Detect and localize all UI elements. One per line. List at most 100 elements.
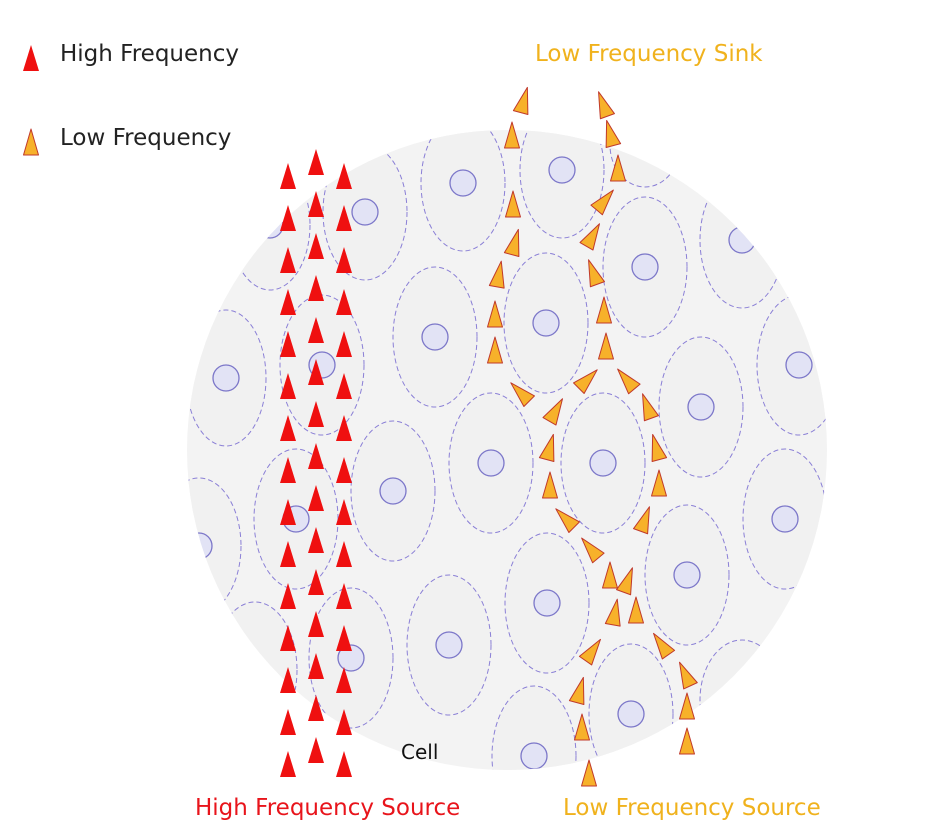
low-frequency-arrow	[503, 228, 520, 257]
high-frequency-arrow	[280, 751, 296, 777]
cell	[420, 130, 506, 252]
cell-nucleus	[256, 211, 284, 239]
high-frequency-arrow	[336, 331, 352, 357]
cell	[279, 294, 365, 436]
low-frequency-arrow	[602, 561, 618, 589]
low-frequency-arrow	[610, 154, 626, 182]
low-frequency-arrow	[604, 598, 621, 627]
low-frequency-arrow	[679, 692, 695, 720]
cell	[229, 159, 311, 291]
high-frequency-arrow	[280, 373, 296, 399]
cell	[406, 574, 492, 716]
legend-label-high-frequency: High Frequency	[60, 41, 239, 67]
high-frequency-arrow	[336, 205, 352, 231]
cell-nucleus	[533, 589, 561, 617]
high-frequency-arrow	[280, 163, 296, 189]
low-frequency-arrow	[538, 433, 555, 462]
high-frequency-arrow	[336, 289, 352, 315]
high-frequency-arrow	[336, 457, 352, 483]
low-frequency-arrow	[579, 223, 600, 251]
high-frequency-arrow	[308, 569, 324, 595]
cell	[253, 448, 339, 590]
low-frequency-arrow	[510, 382, 535, 407]
high-frequency-arrow	[280, 415, 296, 441]
high-frequency-arrow	[280, 331, 296, 357]
low-frequency-arrow	[617, 368, 641, 395]
cell-nucleus	[548, 156, 576, 184]
high-frequency-arrow	[308, 485, 324, 511]
cell-nucleus	[449, 169, 477, 197]
high-frequency-arrow	[308, 611, 324, 637]
low-frequency-arrow	[653, 632, 676, 660]
high-frequency-arrow	[280, 205, 296, 231]
high-frequency-arrow	[280, 499, 296, 525]
cell	[588, 643, 674, 770]
high-frequency-arrow	[308, 527, 324, 553]
low-frequency-arrow	[487, 336, 503, 364]
low-frequency-arrow	[642, 393, 659, 422]
low-frequency-arrow	[651, 469, 667, 497]
high-frequency-source-label: High Frequency Source	[195, 795, 461, 821]
cell	[350, 420, 436, 562]
low-frequency-arrow	[590, 189, 614, 216]
high-frequency-arrow	[336, 163, 352, 189]
cell	[756, 294, 827, 436]
high-frequency-arrow	[308, 359, 324, 385]
low-frequency-arrow	[581, 537, 605, 564]
high-frequency-arrow	[308, 737, 324, 763]
high-frequency-arrow	[280, 457, 296, 483]
high-frequency-arrow	[336, 709, 352, 735]
cell-nucleus	[728, 686, 756, 714]
cell-nucleus	[241, 656, 269, 684]
cell	[504, 532, 590, 674]
cell	[187, 309, 267, 447]
cell-nucleus	[421, 323, 449, 351]
high-frequency-arrow	[280, 247, 296, 273]
low-frequency-arrow	[679, 727, 695, 755]
cell-nucleus	[351, 198, 379, 226]
low-frequency-arrow	[628, 596, 644, 624]
cell	[644, 504, 730, 646]
legend-marker-high-frequency	[23, 45, 39, 71]
high-frequency-arrow	[336, 583, 352, 609]
low-frequency-arrow	[679, 661, 698, 690]
cell-nucleus	[477, 449, 505, 477]
low-frequency-arrow	[633, 506, 650, 535]
high-frequency-arrow	[308, 401, 324, 427]
cell-nucleus	[631, 253, 659, 281]
cell	[503, 252, 589, 394]
low-frequency-arrow	[487, 300, 503, 328]
cell-nucleus	[187, 532, 213, 560]
cell-nucleus	[687, 393, 715, 421]
cell	[560, 392, 646, 534]
low-frequency-arrow	[581, 759, 597, 787]
low-frequency-source-label: Low Frequency Source	[563, 795, 821, 821]
low-frequency-arrow	[598, 91, 615, 120]
high-frequency-arrow	[308, 233, 324, 259]
legend-label-low-frequency: Low Frequency	[60, 125, 232, 151]
cell-nucleus	[728, 226, 756, 254]
low-frequency-arrow	[542, 398, 563, 426]
cell	[448, 392, 534, 534]
cell	[519, 130, 605, 239]
cell-nucleus	[520, 742, 548, 770]
high-frequency-arrow	[280, 667, 296, 693]
cell	[392, 266, 478, 408]
high-frequency-arrow	[336, 499, 352, 525]
high-frequency-arrow	[336, 667, 352, 693]
high-frequency-arrow	[308, 317, 324, 343]
low-frequency-arrow	[512, 86, 529, 115]
high-frequency-arrow	[336, 751, 352, 777]
low-frequency-arrow	[555, 508, 580, 533]
high-frequency-arrow	[280, 709, 296, 735]
low-frequency-sink-label: Low Frequency Sink	[535, 41, 763, 67]
low-frequency-arrow	[596, 296, 612, 324]
cell-nucleus	[631, 131, 659, 159]
cell-nucleus	[379, 477, 407, 505]
high-frequency-arrow	[280, 583, 296, 609]
high-frequency-arrow	[308, 653, 324, 679]
high-frequency-arrow	[336, 625, 352, 651]
low-frequency-arrow	[574, 713, 590, 741]
high-frequency-arrow	[336, 541, 352, 567]
